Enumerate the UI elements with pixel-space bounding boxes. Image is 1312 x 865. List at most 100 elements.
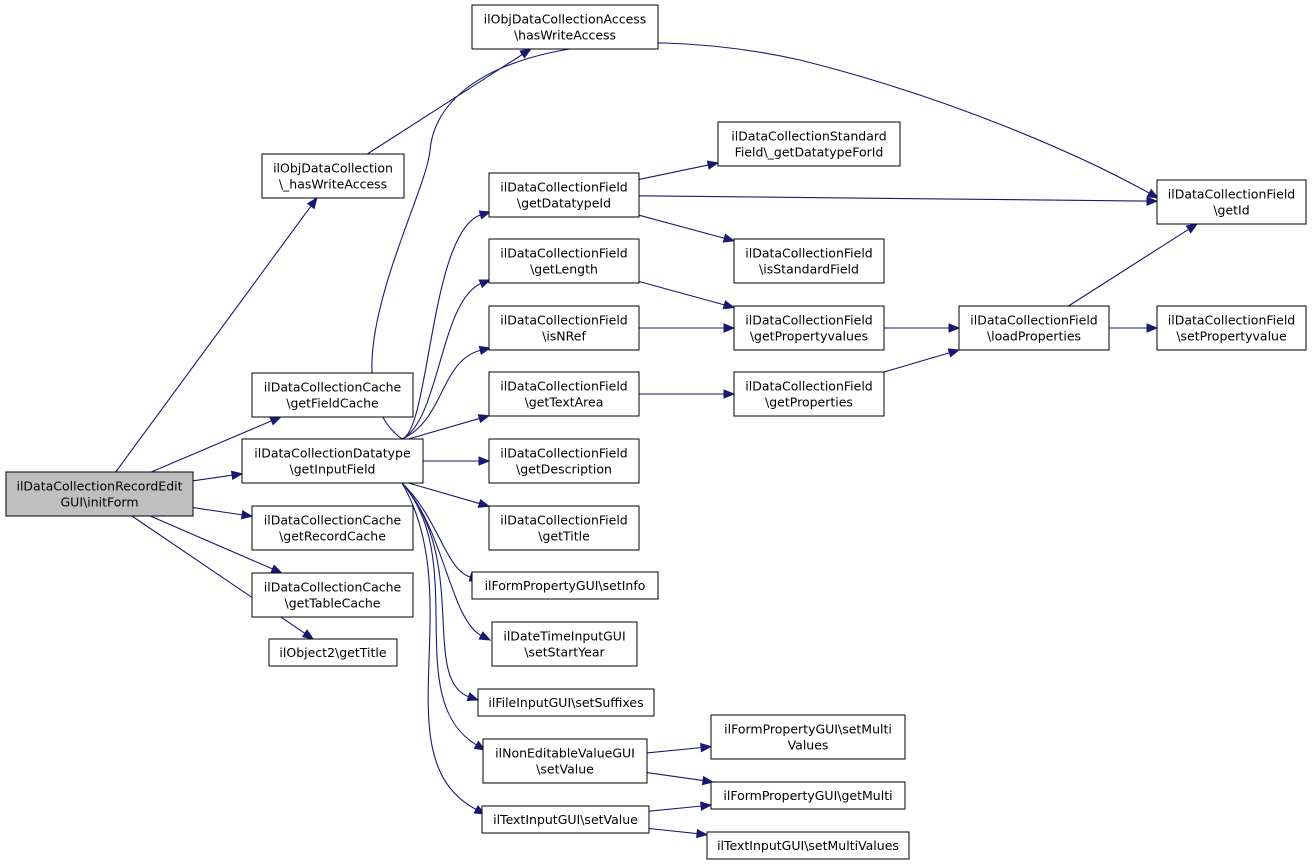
node-setmultivalues-fp[interactable]: ilFormPropertyGUI\setMultiValues [710,714,906,760]
node-getinputfield[interactable]: ilDataCollectionDatatype\getInputField [241,438,424,484]
node-getlength[interactable]: ilDataCollectionField\getLength [488,238,640,284]
node-box [261,153,405,199]
node-label-line: ilDataCollectionField [500,180,627,195]
node-getfieldcache[interactable]: ilDataCollectionCache\getFieldCache [251,372,414,418]
arrowhead-icon [230,470,244,480]
edge-line [408,417,481,440]
node-getdatatypeid[interactable]: ilDataCollectionField\getDatatypeId [488,172,640,218]
edge-line [638,280,726,306]
edge-nev_setValue-to-setMultiValues_fp [646,742,713,754]
edge-line [401,482,478,811]
node-label-line: ilDataCollectionField [745,379,872,394]
node-label-line: ilFileInputGUI\setSuffixes [488,695,643,710]
arrowhead-icon [723,389,736,399]
node-box [488,305,640,351]
node-getproperties[interactable]: ilDataCollectionField\getProperties [733,371,885,417]
node-setstartyear[interactable]: ilDateTimeInputGUI\setStartYear [491,621,638,667]
node-getmulti[interactable]: ilFormPropertyGUI\getMulti [710,781,906,810]
node-box [268,638,398,667]
node-label-line: \isStandardField [759,262,859,277]
arrowhead-icon [301,629,315,640]
node-gettablecache[interactable]: ilDataCollectionCache\getTableCache [251,572,414,618]
node-box [1156,305,1307,351]
node-label-line: \getPropertyvalues [750,329,868,344]
node-gettextarea[interactable]: ilDataCollectionField\getTextArea [488,371,640,417]
node-label-line: Field\_getDatatypeForId [735,145,884,160]
node-label-line: \getDescription [516,462,612,477]
arrowhead-icon [477,414,491,424]
node-label-line: ilDataCollectionField [1168,187,1295,202]
node-label-line: \getInputField [290,462,376,477]
node-label-line: ilDataCollectionField [500,313,627,328]
node-label-line: ilDataCollectionStandard [731,129,887,144]
node-isstandardfield[interactable]: ilDataCollectionField\isStandardField [733,238,885,284]
node-label-line: ilNonEditableValueGUI [495,746,635,761]
node-label-line: ilDataCollectionRecordEdit [16,479,182,494]
node-label-line: \isNRef [542,329,586,344]
edge-line [401,482,483,637]
node-setmultivalues-ti[interactable]: ilTextInputGUI\setMultiValues [706,831,910,860]
node-box [710,714,906,760]
node-label-line: ilDataCollectionField [970,313,1097,328]
node-getid[interactable]: ilDataCollectionField\getId [1156,179,1307,225]
edge-line [638,214,726,240]
node-label-line: ilDateTimeInputGUI [503,629,625,644]
edge-line [638,195,1149,202]
node-access-haswriteaccess[interactable]: ilObjDataCollectionAccess\hasWriteAccess [471,4,659,50]
edge-line [1068,228,1190,307]
node-obj2-gettitle[interactable]: ilObject2\getTitle [268,638,398,667]
node-box [710,781,906,810]
edge-getInputField-to-getId [371,42,1160,440]
node-loadproperties[interactable]: ilDataCollectionField\loadProperties [958,305,1110,351]
node-box [488,172,640,218]
edge-hasWriteAccess_static-to-access_hasWriteAccess [367,48,532,155]
node-label-line: ilFormPropertyGUI\setMulti [724,722,892,737]
node-label-line: ilTextInputGUI\setMultiValues [717,838,899,853]
edge-line [646,772,705,782]
node-getrecordcache[interactable]: ilDataCollectionCache\getRecordCache [251,505,414,551]
node-label-line: ilDataCollectionField [500,246,627,261]
node-setinfo[interactable]: ilFormPropertyGUI\setInfo [471,571,659,600]
node-box [1156,179,1307,225]
edge-root-to-getInputField [192,470,244,482]
arrowhead-icon [706,160,720,170]
node-label-line: ilFormPropertyGUI\getMulti [723,788,892,803]
node-nev-setvalue[interactable]: ilNonEditableValueGUI\setValue [482,738,648,784]
arrowhead-icon [700,742,713,753]
edge-line [648,827,699,835]
edge-line [401,282,482,440]
edge-getInputField-to-getDescription [423,456,491,466]
node-setpropertyvalue[interactable]: ilDataCollectionField\setPropertyvalue [1156,305,1307,351]
node-field-gettitle[interactable]: ilDataCollectionField\getTitle [488,505,640,551]
arrowhead-icon [478,345,492,356]
edge-ti_setValue-to-getMulti [648,801,713,812]
edge-line [646,746,703,754]
node-getdescription[interactable]: ilDataCollectionField\getDescription [488,438,640,484]
node-label-line: \getTextArea [525,395,604,410]
edge-line [401,349,482,440]
edge-ti_setValue-to-setMultiValues_ti [648,827,709,839]
arrowhead-icon [478,279,492,289]
edge-getInputField-to-nev_setValue [401,482,487,751]
edge-getDatatypeId-to-getDatatypeForId [638,160,720,180]
node-label-line: ilObject2\getTitle [279,645,386,660]
arrowhead-icon [473,740,487,751]
arrowhead-icon [478,456,491,466]
edge-line [151,419,273,473]
edge-line [401,482,478,746]
node-box [733,305,885,351]
node-label-line: ilDataCollectionDatatype [254,446,411,461]
arrowhead-icon [270,564,283,574]
node-getdatatypeforid[interactable]: ilDataCollectionStandardField\_getDataty… [717,121,901,167]
arrowhead-icon [696,828,709,839]
node-setsuffixes[interactable]: ilFileInputGUI\setSuffixes [477,688,655,717]
node-haswriteaccess-static[interactable]: ilObjDataCollection\_hasWriteAccess [261,153,405,199]
node-getpropertyvalues[interactable]: ilDataCollectionField\getPropertyvalues [733,305,885,351]
edge-line [401,482,470,698]
node-isnref[interactable]: ilDataCollectionField\isNRef [488,305,640,351]
edge-getTextArea-to-getProperties [639,389,736,399]
node-ti-setvalue[interactable]: ilTextInputGUI\setValue [481,805,650,834]
node-box [706,831,910,860]
